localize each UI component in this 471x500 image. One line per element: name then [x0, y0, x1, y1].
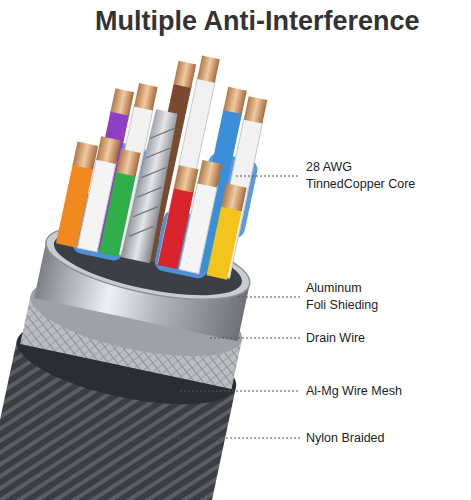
diagram-title: Multiple Anti-Interference	[95, 6, 420, 37]
part-label: Al-Mg Wire Mesh	[306, 383, 456, 400]
part-label: Aluminum Foli Shieding	[306, 280, 382, 314]
part-label: Drain Wire	[306, 330, 456, 347]
part-label: Nylon Braided	[306, 430, 456, 447]
part-label: 28 AWG TinnedCopper Core	[306, 159, 418, 193]
